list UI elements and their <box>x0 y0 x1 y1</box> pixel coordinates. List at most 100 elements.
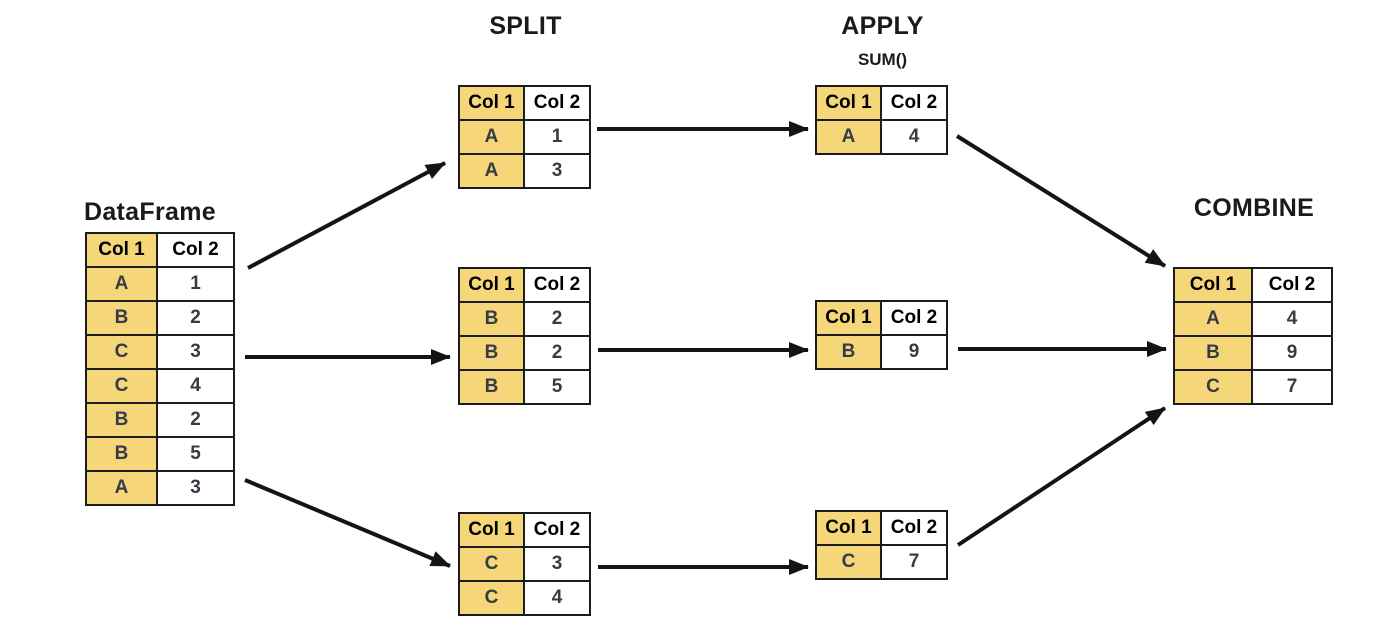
header-row: Col 1 Col 2 <box>815 300 948 336</box>
value-cell: 1 <box>523 119 591 155</box>
header-row: Col 1 Col 2 <box>458 512 591 548</box>
value-cell: 2 <box>156 300 235 336</box>
group-key-cell: C <box>1173 369 1253 405</box>
arrow-dataframe-to-split-c <box>244 478 451 568</box>
group-key-cell: C <box>815 544 882 580</box>
header-row: Col 1 Col 2 <box>85 232 235 268</box>
group-key-cell: A <box>815 119 882 155</box>
group-key-cell: C <box>458 580 525 616</box>
apply-function-label: SUM() <box>857 50 908 69</box>
col1-header: Col 1 <box>815 300 882 336</box>
col2-header: Col 2 <box>523 267 591 303</box>
group-key-cell: A <box>458 119 525 155</box>
apply-title: APPLY <box>841 12 924 40</box>
group-key-cell: C <box>85 368 158 404</box>
header-row: Col 1 Col 2 <box>815 510 948 546</box>
arrow-apply-c-to-combine <box>956 406 1167 547</box>
col1-header: Col 1 <box>85 232 158 268</box>
group-key-cell: B <box>85 402 158 438</box>
col2-header: Col 2 <box>1251 267 1333 303</box>
col2-header: Col 2 <box>156 232 235 268</box>
header-row: Col 1 Col 2 <box>1173 267 1333 303</box>
value-cell: 4 <box>1251 301 1333 337</box>
group-key-cell: B <box>85 436 158 472</box>
value-cell: 4 <box>880 119 948 155</box>
value-cell: 7 <box>880 544 948 580</box>
value-cell: 3 <box>156 470 235 506</box>
col1-header: Col 1 <box>1173 267 1253 303</box>
header-row: Col 1 Col 2 <box>458 85 591 121</box>
group-key-cell: C <box>85 334 158 370</box>
value-cell: 3 <box>523 546 591 582</box>
group-key-cell: B <box>458 301 525 337</box>
col2-header: Col 2 <box>880 300 948 336</box>
group-key-cell: C <box>458 546 525 582</box>
value-cell: 1 <box>156 266 235 302</box>
value-cell: 3 <box>523 153 591 189</box>
col1-header: Col 1 <box>458 512 525 548</box>
dataframe-title: DataFrame <box>84 198 216 226</box>
value-cell: 4 <box>156 368 235 404</box>
col1-header: Col 1 <box>815 510 882 546</box>
col1-header: Col 1 <box>458 85 525 121</box>
value-cell: 2 <box>523 301 591 337</box>
group-key-cell: A <box>85 266 158 302</box>
group-key-cell: A <box>458 153 525 189</box>
col2-header: Col 2 <box>880 510 948 546</box>
col2-header: Col 2 <box>523 512 591 548</box>
value-cell: 9 <box>1251 335 1333 371</box>
col2-header: Col 2 <box>880 85 948 121</box>
group-key-cell: B <box>85 300 158 336</box>
value-cell: 7 <box>1251 369 1333 405</box>
group-key-cell: B <box>458 335 525 371</box>
group-key-cell: B <box>1173 335 1253 371</box>
value-cell: 5 <box>523 369 591 405</box>
col1-header: Col 1 <box>458 267 525 303</box>
value-cell: 3 <box>156 334 235 370</box>
group-key-cell: A <box>85 470 158 506</box>
col1-header: Col 1 <box>815 85 882 121</box>
arrow-dataframe-to-split-a <box>247 161 446 270</box>
value-cell: 9 <box>880 334 948 370</box>
group-key-cell: B <box>815 334 882 370</box>
combine-title: COMBINE <box>1193 194 1315 222</box>
value-cell: 4 <box>523 580 591 616</box>
group-key-cell: A <box>1173 301 1253 337</box>
value-cell: 2 <box>156 402 235 438</box>
header-row: Col 1 Col 2 <box>815 85 948 121</box>
group-key-cell: B <box>458 369 525 405</box>
header-row: Col 1 Col 2 <box>458 267 591 303</box>
col2-header: Col 2 <box>523 85 591 121</box>
arrow-apply-a-to-combine <box>955 134 1167 268</box>
value-cell: 2 <box>523 335 591 371</box>
